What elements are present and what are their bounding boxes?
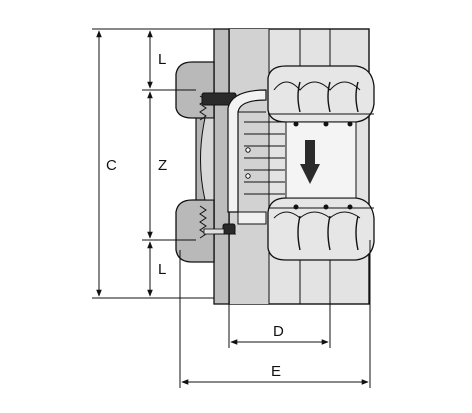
dimension-lines (92, 28, 371, 388)
dim-label-z: Z (158, 157, 167, 174)
bottom-union-nut (267, 197, 375, 261)
dim-label-e: E (271, 363, 281, 380)
dim-label-l-bottom: L (158, 261, 166, 278)
left-section (175, 28, 237, 305)
internal-mechanism (227, 89, 285, 225)
flow-direction-arrow (300, 140, 320, 184)
dim-label-l-top: L (158, 51, 166, 68)
top-union-nut (267, 65, 375, 123)
spring (244, 121, 285, 195)
dim-label-c: C (106, 157, 117, 174)
dim-label-d: D (273, 323, 284, 340)
middle-body-outer (285, 121, 357, 199)
